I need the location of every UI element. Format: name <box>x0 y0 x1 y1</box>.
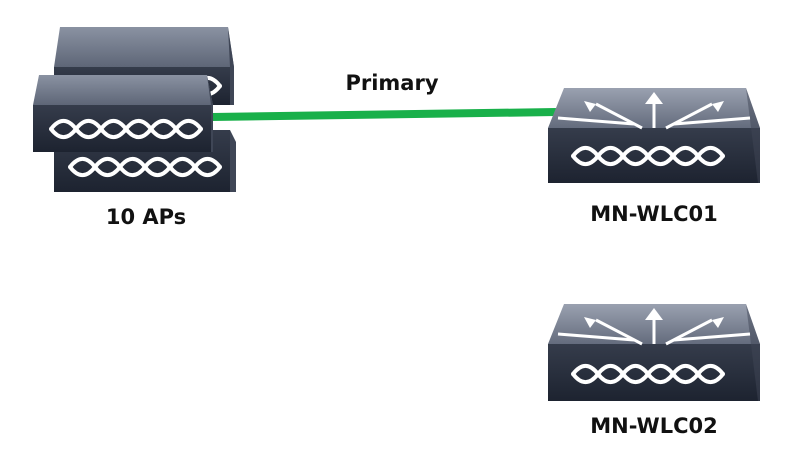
wlc01-device[interactable]: MN-WLC01 <box>548 88 760 226</box>
wlc01-label: MN-WLC01 <box>590 202 717 226</box>
primary-link-label: Primary <box>345 71 438 95</box>
ap-unit-middle <box>33 75 213 152</box>
primary-link: Primary <box>211 71 557 121</box>
wireless-lan-controller-icon <box>548 88 760 183</box>
wireless-lan-controller-icon <box>548 304 760 401</box>
wlc02-device[interactable]: MN-WLC02 <box>548 304 760 438</box>
primary-link-line <box>211 108 557 121</box>
wlc02-label: MN-WLC02 <box>590 414 717 438</box>
ap-stack[interactable]: 10 APs <box>33 27 236 229</box>
ap-stack-label: 10 APs <box>106 205 186 229</box>
